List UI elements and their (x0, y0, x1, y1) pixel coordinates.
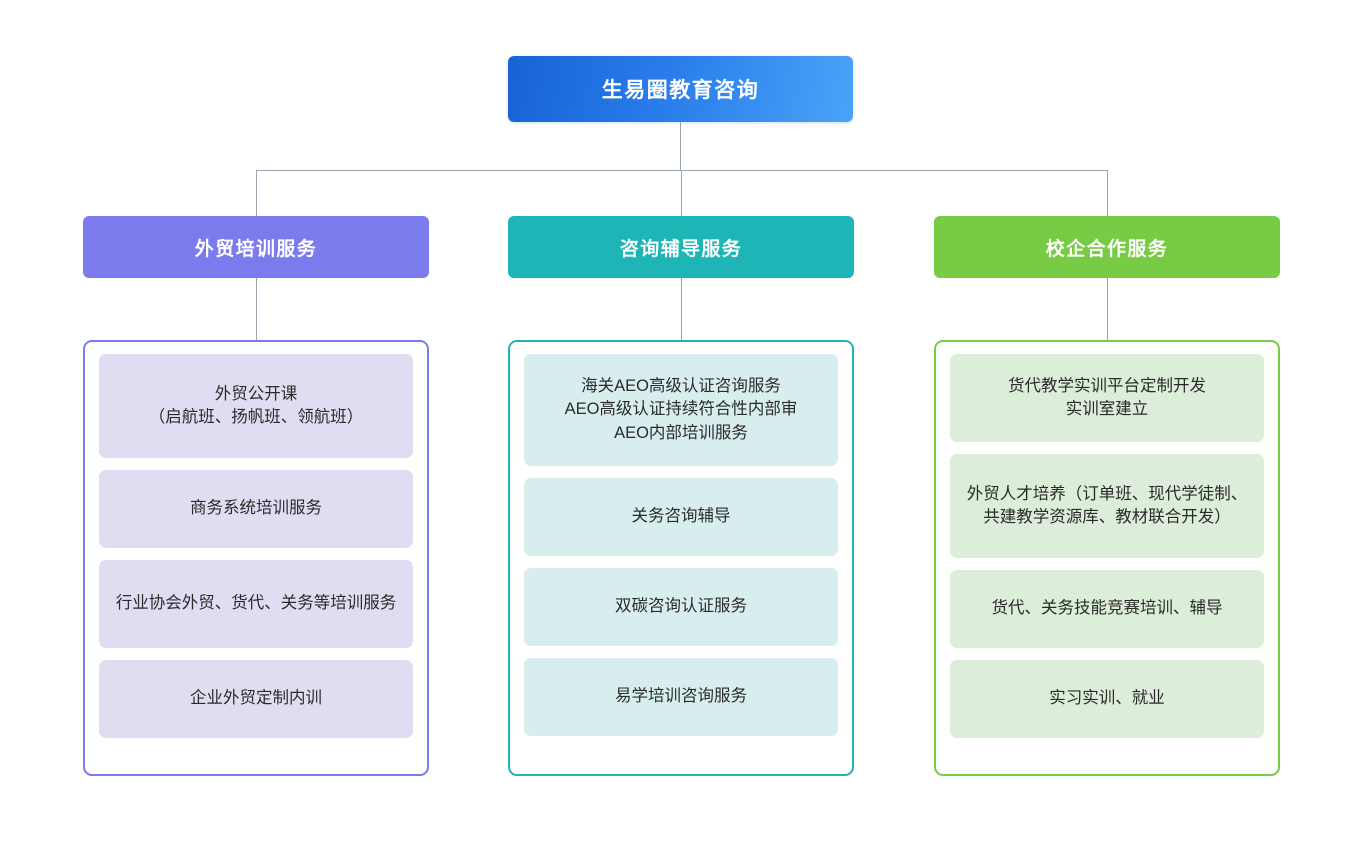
list-item[interactable]: 海关AEO高级认证咨询服务 AEO高级认证持续符合性内部审 AEO内部培训服务 (524, 354, 838, 466)
branch-group-training: 外贸公开课 （启航班、扬帆班、领航班） 商务系统培训服务 行业协会外贸、货代、关… (83, 340, 429, 776)
list-item[interactable]: 货代教学实训平台定制开发 实训室建立 (950, 354, 1264, 442)
root-node[interactable]: 生易圈教育咨询 (508, 56, 853, 122)
list-item[interactable]: 易学培训咨询服务 (524, 658, 838, 736)
connector-header-to-group-2 (681, 278, 682, 340)
branch-header-school-enterprise[interactable]: 校企合作服务 (934, 216, 1280, 278)
list-item[interactable]: 行业协会外贸、货代、关务等培训服务 (99, 560, 413, 648)
list-item[interactable]: 双碳咨询认证服务 (524, 568, 838, 646)
connector-header-to-group-3 (1107, 278, 1108, 340)
list-item[interactable]: 实习实训、就业 (950, 660, 1264, 738)
branch-header-training[interactable]: 外贸培训服务 (83, 216, 429, 278)
connector-drop-branch-3 (1107, 170, 1108, 216)
list-item[interactable]: 关务咨询辅导 (524, 478, 838, 556)
connector-header-to-group-1 (256, 278, 257, 340)
list-item[interactable]: 企业外贸定制内训 (99, 660, 413, 738)
list-item[interactable]: 外贸人才培养（订单班、现代学徒制、共建教学资源库、教材联合开发） (950, 454, 1264, 558)
branch-group-consulting: 海关AEO高级认证咨询服务 AEO高级认证持续符合性内部审 AEO内部培训服务 … (508, 340, 854, 776)
list-item[interactable]: 商务系统培训服务 (99, 470, 413, 548)
connector-drop-branch-2 (681, 170, 682, 216)
connector-drop-branch-1 (256, 170, 257, 216)
connector-horizontal-bus (256, 170, 1108, 171)
branch-group-school-enterprise: 货代教学实训平台定制开发 实训室建立 外贸人才培养（订单班、现代学徒制、共建教学… (934, 340, 1280, 776)
list-item[interactable]: 外贸公开课 （启航班、扬帆班、领航班） (99, 354, 413, 458)
list-item[interactable]: 货代、关务技能竞赛培训、辅导 (950, 570, 1264, 648)
branch-header-consulting[interactable]: 咨询辅导服务 (508, 216, 854, 278)
connector-root-stem (680, 122, 681, 170)
